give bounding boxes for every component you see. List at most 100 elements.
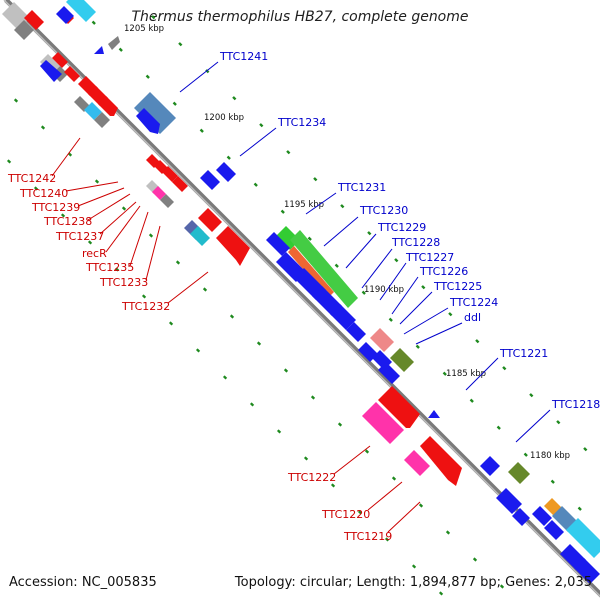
gene-feature[interactable] [544,520,564,540]
tick-mark [286,150,291,155]
tick-mark [13,98,19,103]
gene-feature[interactable] [420,436,462,486]
gene-label-ttc1234[interactable]: TTC1234 [277,116,326,129]
gene-label-ttc1237[interactable]: TTC1237 [55,230,104,243]
gene-feature[interactable] [266,232,290,256]
gene-feature[interactable] [108,36,120,50]
accession-text: Accession: NC_005835 [9,575,157,590]
gene-feature[interactable] [496,488,522,514]
tick-mark [249,402,255,407]
gene-label-ttc1219[interactable]: TTC1219 [343,530,392,543]
gene-label-ttc1233[interactable]: TTC1233 [99,276,148,289]
gene-feature[interactable] [370,328,394,352]
gene-label-recr[interactable]: recR [82,247,107,260]
tick-mark [502,366,507,371]
tick-mark [357,510,363,515]
gene-feature[interactable] [66,0,96,22]
forward-gene-labels: TTC1241 TTC1234 TTC1231 TTC1230 TTC1229 … [219,50,600,411]
gene-feature[interactable] [532,506,552,526]
topology-text: Topology: circular; Length: 1,894,877 bp… [234,575,592,590]
gene-feature[interactable] [428,410,440,418]
gene-feature[interactable] [404,450,430,476]
gene-label-ttc1229[interactable]: TTC1229 [377,221,426,234]
gene-label-ddl[interactable]: ddl [464,311,481,324]
tick-mark [583,447,588,452]
gene-feature[interactable] [216,162,236,182]
forward-label-leaders [179,61,551,443]
gene-feature[interactable] [24,10,44,30]
tick-mark [384,537,390,542]
gene-label-ttc1232[interactable]: TTC1232 [121,300,170,313]
gene-feature[interactable] [378,362,400,384]
gene-feature[interactable] [152,186,166,200]
gene-feature[interactable] [390,348,414,372]
gene-feature[interactable] [288,246,334,298]
gene-feature[interactable] [574,558,600,584]
gene-label-ttc1221[interactable]: TTC1221 [499,347,548,360]
gene-label-ttc1227[interactable]: TTC1227 [405,251,454,264]
gene-label-ttc1225[interactable]: TTC1225 [433,280,482,293]
tick-mark [550,479,555,484]
gene-label-ttc1241[interactable]: TTC1241 [219,50,268,63]
gene-label-ttc1226[interactable]: TTC1226 [419,265,468,278]
gene-feature[interactable] [94,46,104,54]
gene-label-ttc1220[interactable]: TTC1220 [321,508,370,521]
tick-mark [340,204,345,209]
tick-mark [229,314,235,319]
gene-label-ttc1222[interactable]: TTC1222 [287,471,336,484]
tick-mark [199,128,204,133]
gene-feature[interactable] [84,102,102,120]
tick-mark [496,425,501,430]
gene-feature[interactable] [346,322,366,342]
gene-label-ttc1218[interactable]: TTC1218 [551,398,600,411]
gene-label-ttc1228[interactable]: TTC1228 [391,236,440,249]
tick-mark [415,344,420,349]
gene-feature[interactable] [480,456,500,476]
gene-label-ttc1240[interactable]: TTC1240 [19,187,68,200]
tick-mark [421,285,426,290]
gene-feature[interactable] [566,518,600,558]
gene-feature[interactable] [378,386,420,428]
tick-mark [168,321,174,326]
gene-feature[interactable] [134,92,176,134]
tick-mark [60,213,66,218]
gene-feature[interactable] [508,462,530,484]
gene-feature[interactable] [160,194,174,208]
gene-feature[interactable] [312,286,342,316]
gene-label-ttc1230[interactable]: TTC1230 [359,204,408,217]
gene-feature[interactable] [56,6,74,24]
gene-feature[interactable] [200,170,220,190]
tick-mark [253,182,258,187]
gene-feature[interactable] [190,226,210,246]
gene-label-ttc1238[interactable]: TTC1238 [43,215,92,228]
tick-mark [178,42,183,47]
gene-feature[interactable] [64,66,80,82]
gene-label-ttc1224[interactable]: TTC1224 [449,296,498,309]
tick-mark [276,429,282,434]
gene-label-ttc1231[interactable]: TTC1231 [337,181,386,194]
reverse-label-leaders [51,137,421,533]
kbp-marker-1190: 1190 kbp [364,285,404,295]
tick-mark [307,236,312,241]
gene-feature[interactable] [14,20,34,40]
gene-label-ttc1239[interactable]: TTC1239 [31,201,80,214]
gene-feature[interactable] [362,402,404,444]
gene-feature[interactable] [40,60,62,82]
gene-feature[interactable] [94,112,110,128]
gene-feature[interactable] [290,230,358,308]
forward-strand-genes [40,0,600,584]
gene-feature[interactable] [136,108,160,134]
gene-feature[interactable] [52,52,68,68]
gene-feature[interactable] [98,96,118,116]
gene-feature[interactable] [172,176,188,192]
gene-feature[interactable] [162,166,178,182]
gene-feature[interactable] [216,226,250,266]
gene-label-ttc1235[interactable]: TTC1235 [85,261,134,274]
gene-feature[interactable] [198,208,222,232]
gene-feature[interactable] [330,304,356,330]
gene-label-ttc1242[interactable]: TTC1242 [7,172,56,185]
map-title: Thermus thermophilus HB27, complete geno… [131,9,469,25]
tick-mark [91,20,96,25]
tick-mark [469,398,474,403]
gene-feature[interactable] [512,508,530,526]
